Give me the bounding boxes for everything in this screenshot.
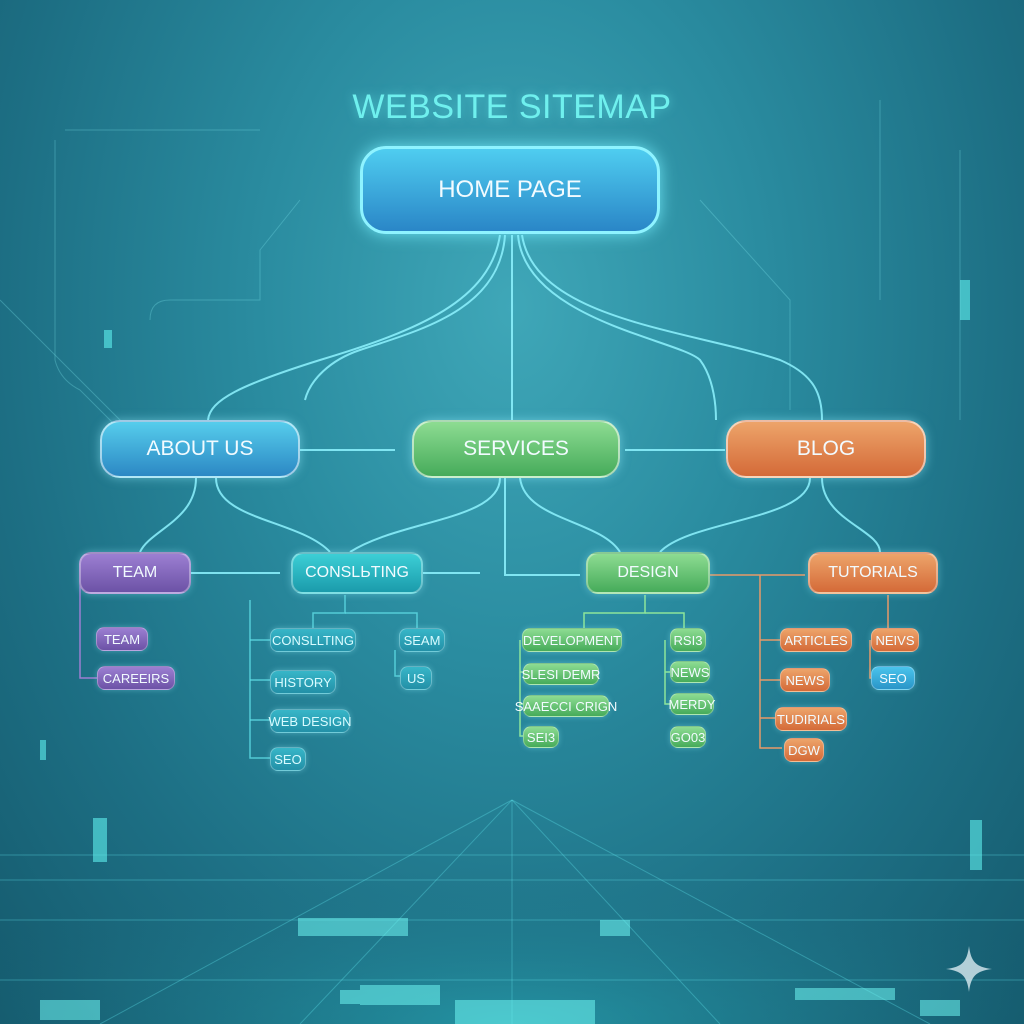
node-tutorials[interactable]: TUTORIALS (808, 552, 938, 594)
node-consulting-web-design[interactable]: WEB DESIGN (268, 709, 352, 733)
node-tutorials-articles[interactable]: ARTICLES (780, 628, 852, 652)
node-design-item-5[interactable]: RSI3 (670, 628, 706, 652)
node-consulting-consulting[interactable]: CONSLLTING (270, 628, 356, 652)
node-design-item-4[interactable]: SEI3 (523, 726, 559, 748)
sparkle-icon (946, 946, 992, 992)
node-design-news[interactable]: NEWS (670, 661, 710, 683)
node-tutorials-seo[interactable]: SEO (871, 666, 915, 690)
node-design-item-7[interactable]: MERDY (669, 693, 715, 715)
node-tutorials-news[interactable]: NEWS (780, 668, 830, 692)
page-title: WEBSITE SITEMAP (352, 88, 672, 126)
node-design-item-2[interactable]: SLESI DEMR (522, 663, 600, 685)
node-consulting-seam[interactable]: SEAM (399, 628, 445, 652)
node-design-development[interactable]: DEVELOPMENT (522, 628, 622, 652)
node-consulting[interactable]: CONSLЬTING (291, 552, 423, 594)
node-consulting-us[interactable]: US (400, 666, 432, 690)
node-design[interactable]: DESIGN (586, 552, 710, 594)
node-tutorials-dgw[interactable]: DGW (784, 738, 824, 762)
node-team-careers[interactable]: CAREEIRS (97, 666, 175, 690)
node-tutorials-neivs[interactable]: NEIVS (871, 628, 919, 652)
node-team[interactable]: TEAM (79, 552, 191, 594)
node-tutorials-tudirials[interactable]: TUDIRIALS (775, 707, 847, 731)
node-services[interactable]: SERVICES (412, 420, 620, 478)
node-home-page[interactable]: HOME PAGE (360, 146, 660, 234)
node-team-team[interactable]: TEAM (96, 627, 148, 651)
node-design-item-3[interactable]: SAAECCI CRIGN (515, 695, 617, 717)
node-consulting-seo[interactable]: SEO (270, 747, 306, 771)
node-blog[interactable]: BLOG (726, 420, 926, 478)
node-about-us[interactable]: ABOUT US (100, 420, 300, 478)
node-consulting-history[interactable]: HISTORY (270, 670, 336, 694)
node-design-item-8[interactable]: GO03 (670, 726, 706, 748)
